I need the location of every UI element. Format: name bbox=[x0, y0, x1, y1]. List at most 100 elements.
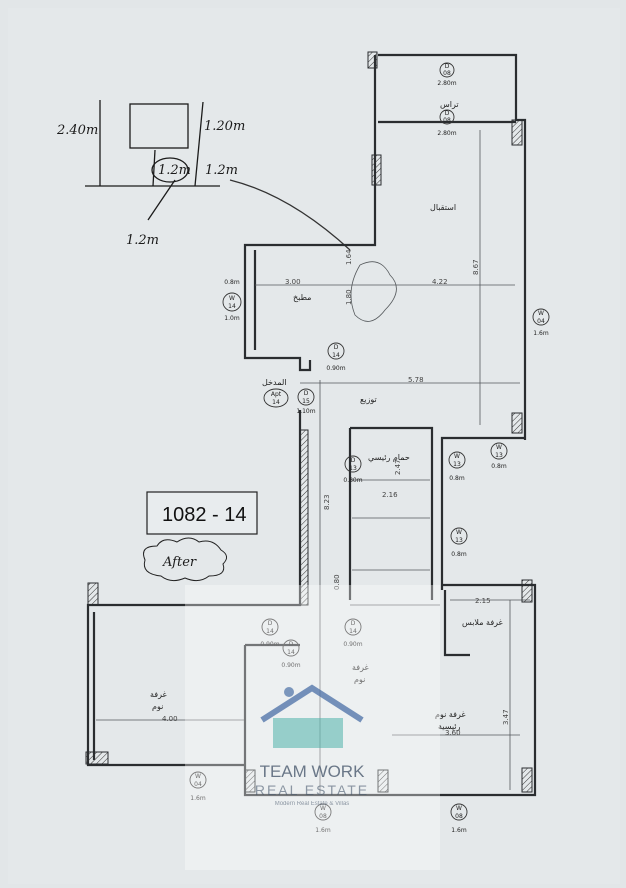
tag-d14-mid: D14 0.90m bbox=[281, 639, 301, 669]
svg-text:W: W bbox=[496, 444, 502, 451]
dim: 3.00 bbox=[285, 278, 301, 286]
svg-text:W: W bbox=[456, 529, 462, 536]
svg-text:D: D bbox=[334, 344, 339, 351]
plan-id: 1082 - 14 bbox=[162, 504, 247, 526]
svg-text:2.80m: 2.80m bbox=[437, 80, 456, 87]
room-bedroom-mid-1: غرفة bbox=[352, 663, 369, 672]
svg-text:0.8m: 0.8m bbox=[451, 551, 467, 558]
svg-text:08: 08 bbox=[443, 70, 451, 77]
svg-text:D: D bbox=[304, 390, 309, 397]
svg-text:D: D bbox=[445, 63, 450, 70]
annotation-cloud bbox=[143, 537, 227, 582]
room-kitchen: مطبخ bbox=[293, 293, 311, 302]
room-entrance: المدخل bbox=[262, 378, 287, 387]
dim: 0.80 bbox=[333, 574, 341, 590]
svg-text:W: W bbox=[454, 453, 460, 460]
svg-text:Apt: Apt bbox=[271, 391, 282, 398]
svg-text:1.6m: 1.6m bbox=[315, 827, 331, 834]
room-bedroom-mid-2: نوم bbox=[354, 675, 365, 684]
sketch-height: 2.40m bbox=[56, 123, 98, 138]
svg-text:13: 13 bbox=[455, 537, 463, 544]
room-main-bath: حمام رئيسي bbox=[368, 453, 410, 462]
svg-text:D: D bbox=[289, 641, 294, 648]
hatched-columns bbox=[85, 51, 533, 793]
svg-text:04: 04 bbox=[194, 781, 202, 788]
svg-text:W: W bbox=[456, 805, 462, 812]
svg-text:1.6m: 1.6m bbox=[451, 827, 467, 834]
dim: 4.00 bbox=[162, 715, 178, 723]
svg-text:W: W bbox=[195, 773, 201, 780]
svg-text:D: D bbox=[351, 620, 356, 627]
svg-text:0.80m: 0.80m bbox=[343, 477, 362, 484]
room-reception: استقبال bbox=[430, 203, 456, 212]
dim: 2.15 bbox=[475, 597, 491, 605]
svg-text:14: 14 bbox=[349, 628, 357, 635]
hand-sketch bbox=[85, 100, 351, 251]
svg-text:13: 13 bbox=[495, 452, 503, 459]
room-master-2: رئيسية bbox=[438, 722, 460, 731]
annotation-after: After bbox=[162, 555, 197, 570]
svg-text:14: 14 bbox=[332, 352, 340, 359]
plan-id-box bbox=[146, 491, 258, 535]
watermark-line1: TEAM WORK bbox=[260, 762, 365, 781]
svg-text:0.8m: 0.8m bbox=[491, 463, 507, 470]
tag-w13-2: W13 0.8m bbox=[490, 442, 508, 470]
svg-text:14: 14 bbox=[228, 303, 236, 310]
tag-d15: D15 1.10m bbox=[296, 388, 316, 415]
tag-w04-bedroom: W04 1.6m bbox=[189, 771, 207, 802]
svg-text:D: D bbox=[268, 620, 273, 627]
room-terrace: تراس bbox=[440, 100, 459, 109]
room-bedroom-left-2: نوم bbox=[152, 702, 163, 711]
svg-text:1.10m: 1.10m bbox=[296, 408, 315, 415]
svg-text:14: 14 bbox=[287, 649, 295, 656]
sketch-right: 1.2m bbox=[205, 163, 238, 178]
svg-text:0.8m: 0.8m bbox=[224, 279, 240, 286]
dim: 2.47 bbox=[394, 459, 402, 475]
svg-text:15: 15 bbox=[302, 398, 310, 405]
svg-text:0.90m: 0.90m bbox=[281, 662, 300, 669]
tag-w08-master: W08 1.6m bbox=[450, 803, 468, 834]
svg-text:W: W bbox=[229, 295, 235, 302]
svg-text:D: D bbox=[351, 457, 356, 464]
svg-text:2.80m: 2.80m bbox=[437, 130, 456, 137]
svg-text:W: W bbox=[320, 805, 326, 812]
svg-text:08: 08 bbox=[319, 813, 327, 820]
svg-text:13: 13 bbox=[453, 461, 461, 468]
house-logo-icon bbox=[260, 684, 364, 723]
sketch-circle: 1.2m bbox=[158, 163, 191, 178]
svg-text:1.6m: 1.6m bbox=[190, 795, 206, 802]
sketch-top-right: 1.20m bbox=[204, 119, 245, 134]
svg-text:08: 08 bbox=[455, 813, 463, 820]
watermark-tagline: Modern Real Estate & Villas bbox=[275, 801, 350, 807]
svg-text:04: 04 bbox=[537, 318, 545, 325]
tag-w13-3: W13 0.8m bbox=[450, 527, 468, 558]
dim: 1.64 bbox=[345, 249, 353, 265]
svg-text:14: 14 bbox=[266, 628, 274, 635]
dim: 3.47 bbox=[502, 709, 510, 725]
svg-text:1.0m: 1.0m bbox=[224, 315, 240, 322]
svg-text:14: 14 bbox=[272, 399, 280, 406]
svg-text:0.90m: 0.90m bbox=[343, 641, 362, 648]
dim: 1.80 bbox=[345, 289, 353, 305]
tag-d14-right: D14 0.90m bbox=[343, 618, 363, 648]
dim: 8.23 bbox=[323, 494, 331, 510]
dim: 4.22 bbox=[432, 278, 448, 286]
svg-text:1.6m: 1.6m bbox=[533, 330, 549, 337]
svg-text:D: D bbox=[445, 110, 450, 117]
dim: 3.60 bbox=[445, 729, 461, 737]
room-distribution: توزيع bbox=[360, 395, 377, 404]
sketch-bottom: 1.2m bbox=[126, 233, 159, 248]
tag-w08-mid: W08 1.6m bbox=[314, 803, 332, 834]
dim: 8.67 bbox=[472, 259, 480, 275]
room-master-1: غرفة نوم bbox=[435, 710, 466, 719]
